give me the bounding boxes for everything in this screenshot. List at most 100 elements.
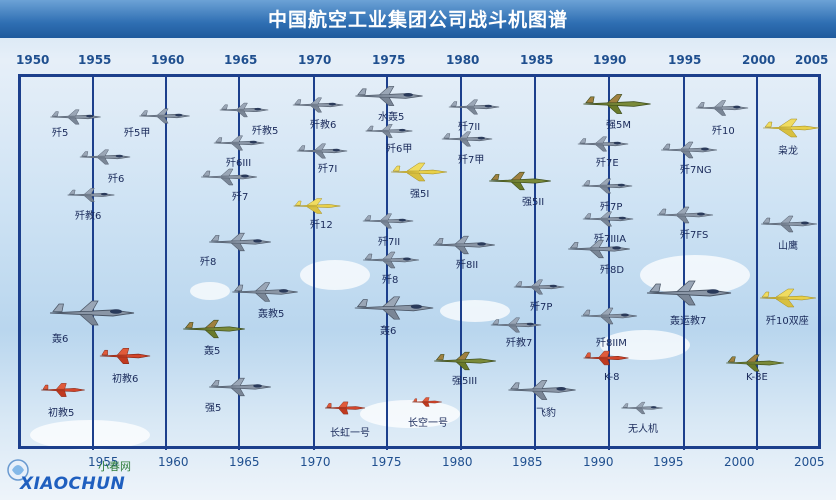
year-label-bottom: 1960 — [158, 455, 189, 469]
aircraft-sy — [758, 214, 820, 234]
label-j7ii: 歼7II — [378, 237, 401, 248]
label-hy7: 轰运教7 — [670, 316, 707, 327]
label-j5: 歼5 — [52, 128, 69, 139]
label-q5ii: 强5II — [522, 197, 545, 208]
label-jj6: 歼教6 — [75, 211, 102, 222]
aircraft-j6 — [74, 148, 136, 166]
label-j7ii-b: 歼7II — [458, 122, 481, 133]
aircraft-j8iim — [564, 306, 654, 326]
label-j5a: 歼5甲 — [124, 128, 151, 139]
year-line-1990 — [608, 76, 610, 450]
aircraft-hy7 — [640, 278, 738, 308]
aircraft-cj6 — [96, 346, 154, 366]
label-j8b: 歼8 — [382, 275, 399, 286]
aircraft-j8ii — [420, 234, 508, 256]
cloud — [440, 300, 510, 322]
year-label-top: 1950 — [16, 53, 50, 67]
year-line-1995 — [683, 76, 685, 450]
aircraft-j7ii-b — [442, 98, 506, 116]
aircraft-k8e — [724, 352, 786, 374]
label-j7ng: 歼7NG — [680, 165, 712, 176]
year-label-top: 1960 — [151, 53, 185, 67]
cloud — [190, 282, 230, 300]
aircraft-j10s — [756, 288, 820, 308]
year-label-top: 1980 — [446, 53, 480, 67]
label-q5: 强5 — [205, 403, 222, 414]
label-fb: 飞豹 — [536, 408, 556, 419]
timeline-top-line — [18, 74, 820, 77]
label-j7p-b: 歼7P — [600, 202, 623, 213]
year-line-1955 — [92, 76, 94, 450]
label-j10: 歼10 — [712, 126, 735, 137]
label-q5iii: 强5III — [452, 376, 478, 387]
aircraft-j5a — [137, 107, 192, 125]
year-line-2000 — [756, 76, 758, 450]
year-label-bottom: 1995 — [653, 455, 684, 469]
aircraft-k8 — [580, 348, 632, 368]
year-line-1960 — [165, 76, 167, 450]
timeline-left-border — [18, 74, 21, 449]
year-line-1985 — [534, 76, 536, 450]
year-label-bottom: 1990 — [583, 455, 614, 469]
aircraft-ch1 — [322, 400, 368, 416]
label-j12: 歼12 — [310, 220, 333, 231]
year-label-bottom: 1985 — [512, 455, 543, 469]
aircraft-j7i — [292, 142, 352, 160]
aircraft-j7iiia — [574, 210, 642, 228]
label-hj5: 轰教5 — [258, 309, 285, 320]
year-label-bottom: 2000 — [724, 455, 755, 469]
label-j7e: 歼7E — [596, 158, 619, 169]
label-jj6b: 歼教6 — [310, 120, 337, 131]
page-title: 中国航空工业集团公司战斗机图谱 — [267, 9, 568, 31]
aircraft-j6a — [364, 122, 414, 140]
label-h6b: 轰6 — [380, 326, 397, 337]
aircraft-wrj — [620, 400, 664, 416]
year-label-bottom: 1955 — [88, 455, 119, 469]
title-bar — [0, 0, 836, 38]
aircraft-j7 — [196, 167, 262, 187]
label-ch1: 长虹一号 — [330, 428, 370, 439]
cloud — [30, 420, 150, 450]
label-j8iim: 歼8IIM — [596, 338, 627, 349]
year-line-1965 — [238, 76, 240, 450]
label-jj7: 歼教7 — [506, 338, 533, 349]
label-j8: 歼8 — [200, 257, 217, 268]
aircraft-q5iii — [430, 350, 500, 372]
label-k8: K-8 — [604, 372, 620, 383]
label-q5i: 强5I — [410, 189, 430, 200]
year-label-top: 2000 — [742, 53, 776, 67]
aircraft-jj6 — [66, 186, 116, 204]
aircraft-j6iii — [208, 134, 270, 152]
watermark-logo — [7, 459, 29, 481]
year-label-bottom: 1970 — [300, 455, 331, 469]
aircraft-jj7 — [486, 316, 546, 334]
aircraft-q5i — [388, 162, 450, 182]
aircraft-h6 — [36, 298, 148, 328]
watermark-cn: 小春网 — [98, 460, 131, 473]
label-cj6: 初教6 — [112, 374, 139, 385]
year-label-top: 1955 — [78, 53, 112, 67]
label-xl: 枭龙 — [778, 146, 798, 157]
aircraft-q5 — [204, 376, 276, 398]
timeline-right-border — [818, 74, 821, 449]
label-j6: 歼6 — [108, 174, 125, 185]
label-j8d: 歼8D — [600, 265, 625, 276]
label-j6a: 歼6甲 — [386, 144, 413, 155]
aircraft-jj5 — [218, 101, 270, 119]
aircraft-j7a — [434, 130, 500, 148]
aircraft-h5 — [176, 318, 252, 340]
year-label-top: 1975 — [372, 53, 406, 67]
aircraft-kk1 — [410, 394, 444, 410]
label-kk1: 长空一号 — [408, 418, 448, 429]
label-jj5: 歼教5 — [252, 126, 279, 137]
label-j7iiia: 歼7IIIA — [594, 234, 627, 245]
label-j8ii: 歼8II — [456, 260, 479, 271]
year-label-bottom: 1980 — [442, 455, 473, 469]
year-label-top: 1990 — [593, 53, 627, 67]
label-sh5: 水轰5 — [378, 112, 405, 123]
label-j10s: 歼10双座 — [766, 316, 809, 327]
label-j7: 歼7 — [232, 192, 249, 203]
year-label-bottom: 1965 — [229, 455, 260, 469]
label-j7fs: 歼7FS — [680, 230, 709, 241]
aircraft-hj5 — [230, 280, 300, 304]
